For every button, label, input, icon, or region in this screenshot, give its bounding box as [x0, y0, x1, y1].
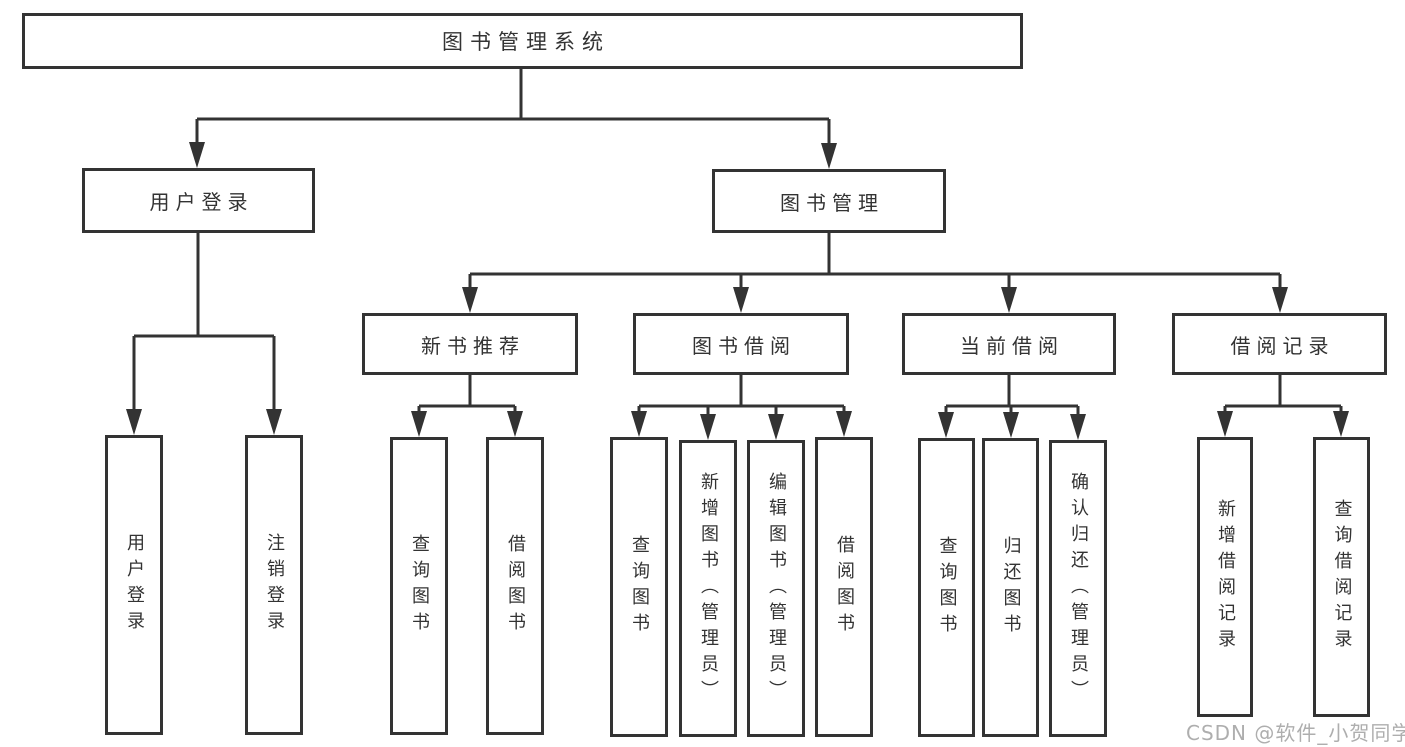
- node-book-management: 图书管理: [712, 169, 946, 233]
- leaf-add-books-admin: 新增图书（管理员）: [679, 440, 737, 737]
- node-label: 图书管理: [780, 190, 884, 215]
- node-label: 查询图书: [409, 534, 430, 638]
- node-label: 图书管理系统: [442, 30, 610, 54]
- node-label: 新增图书（管理员）: [698, 471, 719, 706]
- leaf-edit-books-admin: 编辑图书（管理员）: [747, 440, 805, 737]
- node-label: 查询图书: [629, 535, 650, 639]
- leaf-query-books-3: 查询图书: [918, 438, 975, 737]
- node-borrowing-records: 借阅记录: [1172, 313, 1387, 375]
- leaf-add-borrow-record: 新增借阅记录: [1197, 437, 1253, 717]
- node-library-management-system: 图书管理系统: [22, 13, 1023, 69]
- leaf-confirm-return-admin: 确认归还（管理员）: [1049, 440, 1107, 737]
- leaf-query-borrow-record: 查询借阅记录: [1313, 437, 1370, 717]
- node-label: 归还图书: [1000, 535, 1022, 640]
- leaf-user-login: 用户登录: [105, 435, 163, 735]
- csdn-watermark: CSDN @软件_小贺同学: [1186, 721, 1405, 745]
- leaf-borrow-books-2: 借阅图书: [815, 437, 873, 737]
- node-label: 当前借阅: [960, 333, 1064, 358]
- node-label: 查询图书: [936, 535, 958, 640]
- node-label: 查询借阅记录: [1331, 499, 1353, 655]
- node-new-book-recommend: 新书推荐: [362, 313, 578, 375]
- node-label: 新书推荐: [421, 333, 525, 358]
- node-label: 注销登录: [264, 533, 285, 637]
- node-label: 确认归还（管理员）: [1068, 471, 1089, 706]
- node-label: 借阅图书: [834, 535, 855, 639]
- node-current-borrowing: 当前借阅: [902, 313, 1116, 375]
- leaf-return-books: 归还图书: [982, 438, 1039, 737]
- leaf-query-books-2: 查询图书: [610, 437, 668, 737]
- node-book-borrowing: 图书借阅: [633, 313, 849, 375]
- node-user-login: 用户登录: [82, 168, 315, 233]
- node-label: 编辑图书（管理员）: [766, 471, 787, 706]
- leaf-logout: 注销登录: [245, 435, 303, 735]
- node-label: 用户登录: [124, 533, 145, 637]
- node-label: 用户登录: [149, 190, 254, 214]
- leaf-query-books-1: 查询图书: [390, 437, 448, 735]
- leaf-borrow-books-1: 借阅图书: [486, 437, 544, 735]
- node-label: 借阅记录: [1230, 333, 1335, 358]
- node-label: 借阅图书: [505, 534, 526, 638]
- node-label: 图书借阅: [692, 333, 796, 358]
- node-label: 新增借阅记录: [1215, 499, 1236, 655]
